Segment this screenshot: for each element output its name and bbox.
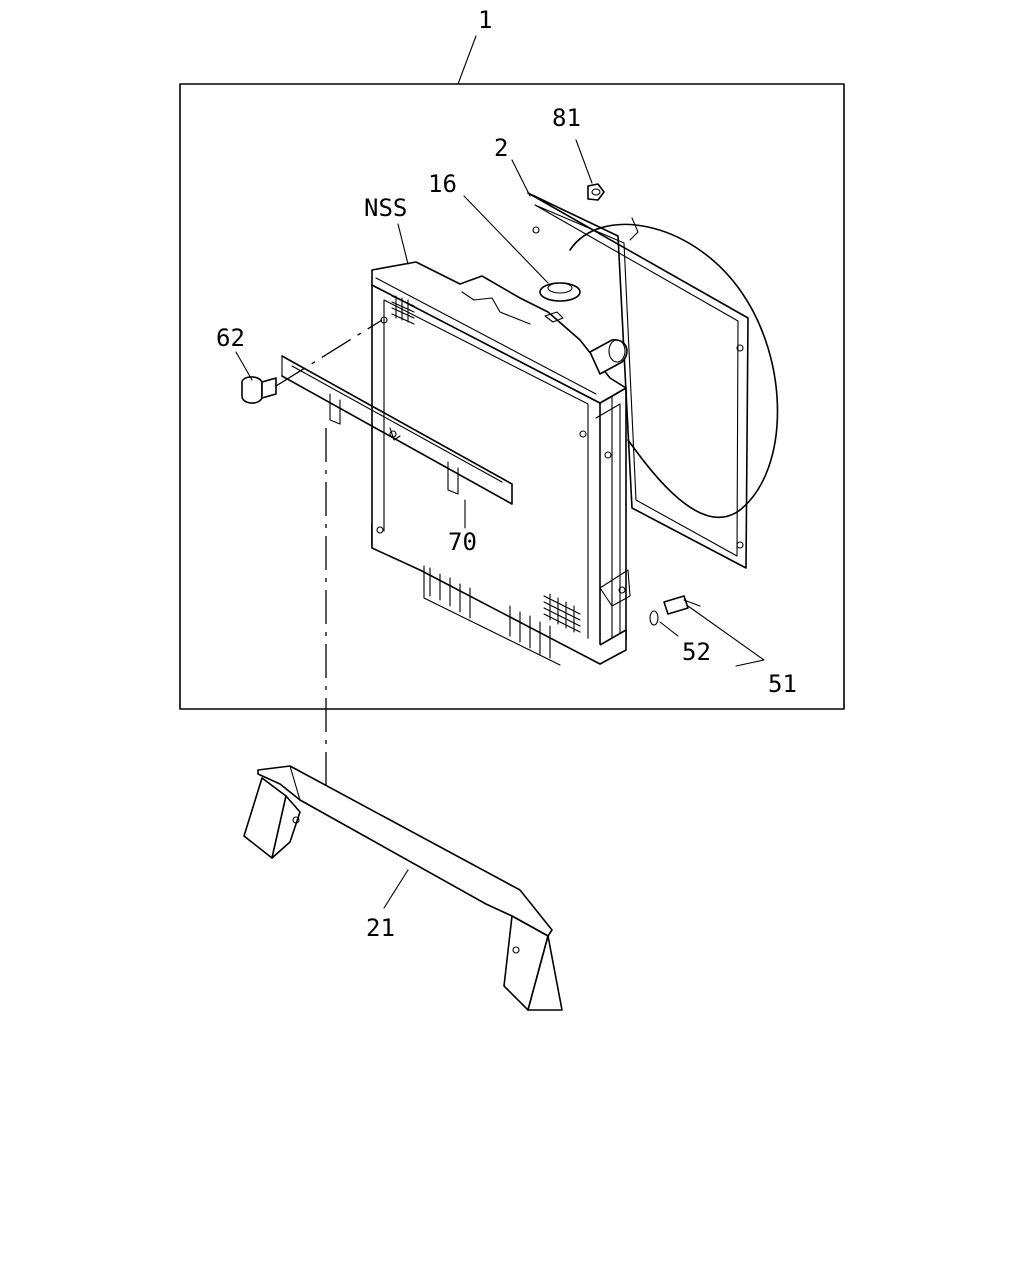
radiator-cap — [539, 282, 581, 323]
bolt-62 — [241, 376, 277, 404]
leader-nss — [397, 223, 409, 265]
callout-62: 62 — [216, 324, 245, 352]
leader-1 — [457, 35, 477, 85]
callout-70: 70 — [448, 528, 477, 556]
callout-21: 21 — [366, 914, 395, 942]
fan-shroud — [527, 192, 779, 569]
drain-cock-51 — [663, 595, 701, 615]
alignment-line-bolt — [275, 319, 383, 387]
callout-16: 16 — [428, 170, 457, 198]
washer-52 — [649, 610, 659, 626]
callout-52: 52 — [682, 638, 711, 666]
leader-52 — [659, 621, 679, 637]
callout-nss: NSS — [364, 194, 407, 222]
assembly-frame — [179, 83, 845, 710]
callout-2: 2 — [494, 134, 508, 162]
nut-81 — [587, 183, 605, 201]
radiator-fins — [391, 295, 581, 633]
leader-21 — [383, 869, 409, 909]
front-bracket-21 — [243, 765, 563, 1011]
callout-1: 1 — [478, 6, 492, 34]
radiator-core — [371, 261, 631, 666]
leader-81 — [575, 139, 593, 184]
callout-51: 51 — [768, 670, 797, 698]
support-bar-70 — [281, 355, 513, 505]
leader-51 — [687, 605, 765, 667]
callout-81: 81 — [552, 104, 581, 132]
leader-2 — [511, 159, 531, 197]
leader-62 — [235, 351, 253, 381]
leader-16 — [463, 195, 549, 284]
